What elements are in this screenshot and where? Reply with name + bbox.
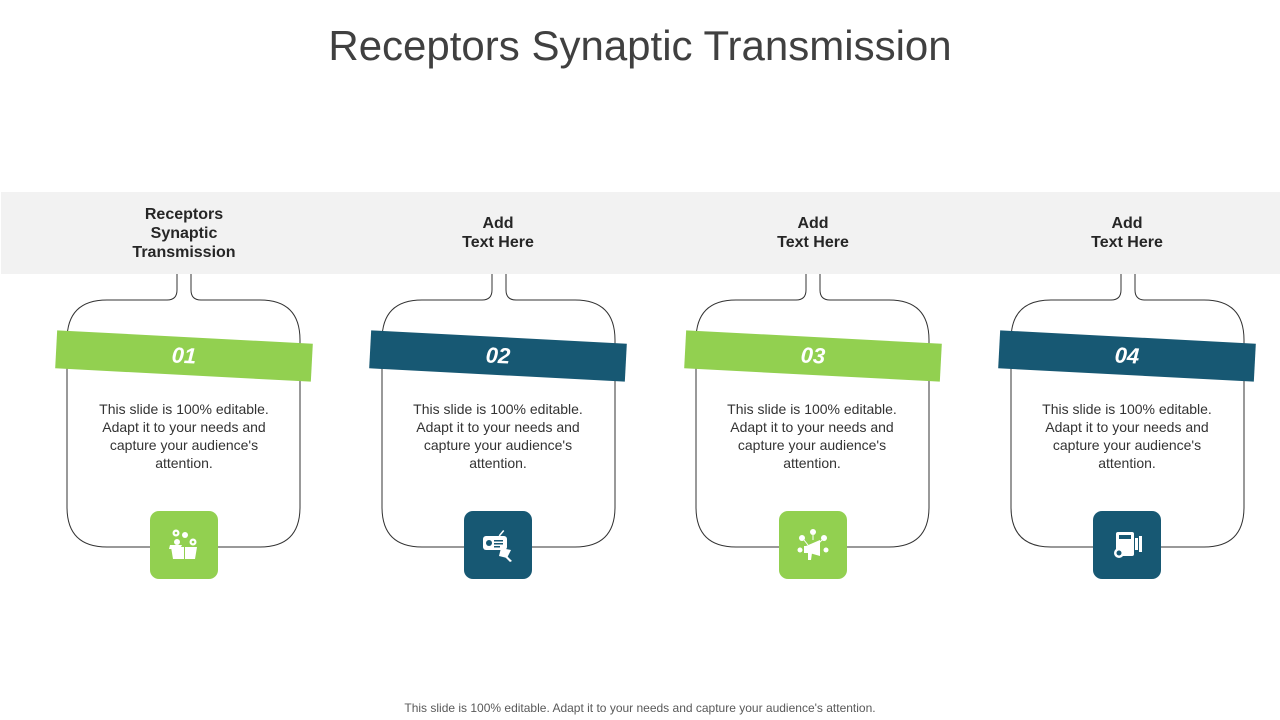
- card-1-icon-box: [150, 511, 218, 579]
- card-3-icon-box: [779, 511, 847, 579]
- card-1-number: 01: [171, 342, 197, 369]
- radio-icon: [483, 530, 512, 562]
- footer-note: This slide is 100% editable. Adapt it to…: [404, 701, 876, 715]
- card-2-icon-box: [464, 511, 532, 579]
- card-4-number: 04: [1114, 342, 1140, 369]
- slide-title: Receptors Synaptic Transmission: [328, 22, 952, 69]
- card-1-heading: Receptors Synaptic Transmission: [132, 205, 236, 261]
- gift-box-icon: [169, 529, 197, 559]
- card-3-number: 03: [800, 342, 826, 369]
- card-1-body: This slide is 100% editable. Adapt it to…: [99, 401, 269, 471]
- card-2-number: 02: [485, 342, 511, 369]
- card-3-heading: Add Text Here: [777, 215, 849, 251]
- megaphone-network-icon: [797, 529, 829, 560]
- card-4-body: This slide is 100% editable. Adapt it to…: [1042, 401, 1212, 471]
- card-4-icon-box: [1093, 511, 1161, 579]
- card-4-heading: Add Text Here: [1091, 215, 1163, 251]
- video-camera-icon: [1114, 532, 1142, 558]
- heading-band: [1, 192, 1280, 274]
- card-2-heading: Add Text Here: [462, 215, 534, 251]
- card-3-body: This slide is 100% editable. Adapt it to…: [727, 401, 897, 471]
- card-2-body: This slide is 100% editable. Adapt it to…: [413, 401, 583, 471]
